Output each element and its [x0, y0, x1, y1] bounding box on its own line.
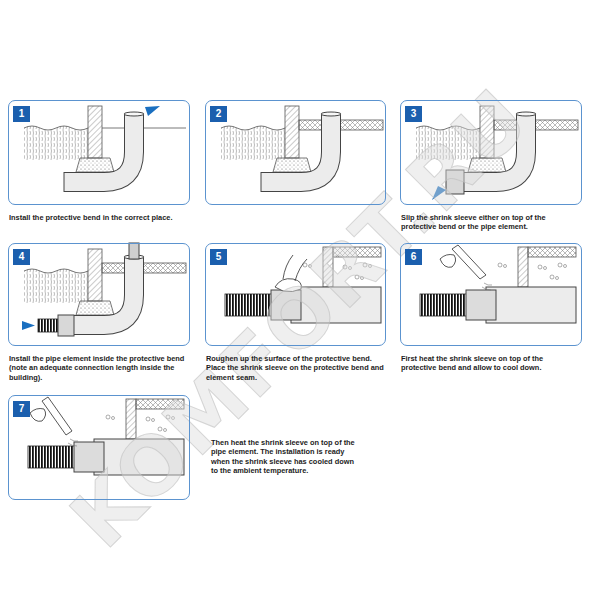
- step-panel: 3Slip the shrink sleeve either on top of…: [400, 100, 582, 205]
- step-panel: 1Install the protective bend in the corr…: [8, 100, 190, 205]
- step-number: 2: [210, 106, 227, 122]
- step-panel: 5Roughen up the surface of the protectiv…: [205, 243, 386, 346]
- step-panel: 2: [205, 100, 386, 205]
- step-number: 5: [210, 249, 227, 265]
- step-number: 4: [13, 249, 30, 265]
- step-number: 7: [13, 401, 30, 417]
- step-panel: 6First heat the shrink sleeve on top of …: [400, 243, 582, 346]
- step-caption: First heat the shrink sleeve on top of t…: [401, 354, 579, 373]
- step-number: 6: [405, 249, 422, 265]
- step-caption: Then heat the shrink sleeve on top of th…: [211, 438, 361, 476]
- step-caption: Install the protective bend in the corre…: [9, 213, 187, 222]
- step-number: 1: [13, 106, 30, 122]
- step-caption: Roughen up the surface of the protective…: [206, 354, 384, 382]
- step-panel: 4Install the pipe element inside the pro…: [8, 243, 190, 346]
- step-caption: Slip the shrink sleeve either on top of …: [401, 213, 579, 232]
- step-caption: Install the pipe element inside the prot…: [9, 354, 187, 382]
- step-panel: 7Then heat the shrink sleeve on top of t…: [8, 395, 190, 500]
- step-number: 3: [405, 106, 422, 122]
